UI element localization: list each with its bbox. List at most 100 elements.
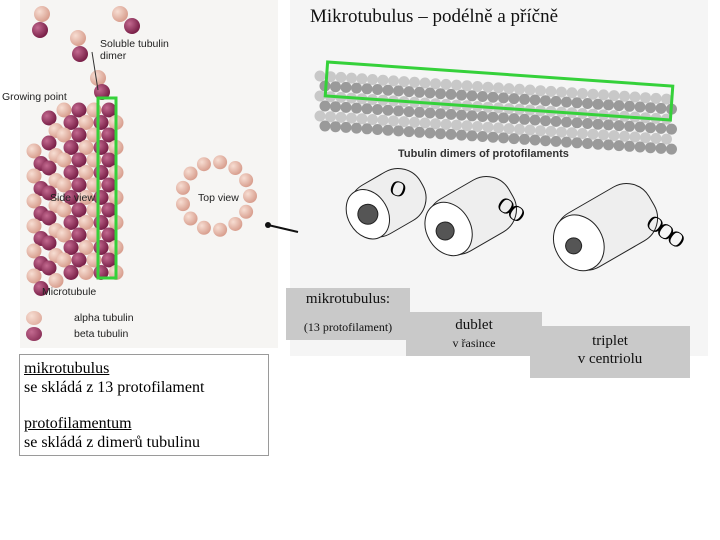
tubulin-dimer-sphere [409, 117, 420, 128]
tubulin-dimer-sphere [341, 82, 352, 93]
alpha-tubulin-swatch [26, 311, 42, 325]
tubulin-dimer-sphere [519, 134, 530, 145]
beta-tubulin-sphere [72, 46, 88, 62]
tubulin-dimer-sphere [572, 97, 583, 108]
tubulin-dimer-sphere [351, 83, 362, 94]
tubulin-dimer-sphere [372, 104, 383, 115]
tubulin-dimer-sphere [498, 112, 509, 123]
tubulin-dimer-sphere [467, 130, 478, 141]
tubulin-dimer-sphere [514, 124, 525, 135]
alpha-tubulin-sphere [90, 70, 106, 86]
tubulin-dimer-sphere [425, 128, 436, 139]
alpha-tubulin-sphere [239, 205, 253, 219]
tubulin-dimer-sphere [598, 89, 609, 100]
tubulin-dimer-sphere [519, 94, 530, 105]
tubulin-dimer-sphere [498, 92, 509, 103]
tubulin-dimer-sphere [535, 125, 546, 136]
tubulin-dimer-sphere [540, 95, 551, 106]
tubulin-dimer-sphere [540, 115, 551, 126]
tubulin-dimer-sphere [656, 143, 667, 154]
tubulin-dimer-sphere [651, 133, 662, 144]
tubulin-dimer-sphere [514, 84, 525, 95]
tubulin-dimer-sphere [414, 107, 425, 118]
alpha-tubulin-sphere [112, 6, 128, 22]
tubulin-dimer-sphere [525, 125, 536, 136]
tubulin-dimer-sphere [341, 102, 352, 113]
tubulin-dimer-sphere [656, 123, 667, 134]
tubulin-dimer-sphere [504, 83, 515, 94]
tubulin-dimer-sphere [399, 116, 410, 127]
tubulin-dimer-sphere [362, 103, 373, 114]
alpha-tubulin-sphere [184, 212, 198, 226]
tubulin-dimer-sphere [645, 102, 656, 113]
tubulin-dimer-sphere [551, 96, 562, 107]
triplet-box-title: triplet [530, 326, 690, 350]
tubulin-dimer-sphere [582, 98, 593, 109]
tubulin-dimer-sphere [577, 128, 588, 139]
tubulin-dimer-sphere [420, 78, 431, 89]
tubulin-dimer-sphere [330, 121, 341, 132]
tubulin-dimer-sphere [330, 101, 341, 112]
tubulin-dimer-sphere [588, 89, 599, 100]
tubulin-dimer-sphere [582, 118, 593, 129]
tubulin-dimer-sphere [488, 132, 499, 143]
mikrotubulus-box-title: mikrotubulus: [286, 288, 410, 308]
tubulin-dimer-sphere [451, 80, 462, 91]
tubulin-dimer-sphere [603, 99, 614, 110]
tubulin-dimer-sphere [456, 110, 467, 121]
tubulin-dimer-sphere [546, 126, 557, 137]
tubulin-dimer-sphere [341, 122, 352, 133]
tubulin-dimer-sphere [346, 113, 357, 124]
tubulin-dimer-sphere [640, 92, 651, 103]
tubulin-dimer-sphere [336, 112, 347, 123]
tubulin-dimer-sphere [624, 141, 635, 152]
tubulin-dimer-sphere [430, 78, 441, 89]
slide-title: Mikrotubulus – podélně a příčně [310, 6, 558, 28]
tubulin-dimer-sphere [630, 92, 641, 103]
tubulin-dimer-sphere [493, 122, 504, 133]
tubulin-dimer-sphere [666, 144, 677, 155]
tubulin-dimer-sphere [404, 86, 415, 97]
tubulin-dimer-sphere [546, 86, 557, 97]
tubulin-dimer-sphere [519, 114, 530, 125]
tubulin-dimer-sphere [372, 124, 383, 135]
tubulin-dimer-sphere [593, 139, 604, 150]
tubulin-dimer-sphere [509, 113, 520, 124]
microtubule-label: Microtubule [42, 286, 96, 298]
tubulin-dimer-sphere [399, 76, 410, 87]
tubulin-dimer-sphere [435, 108, 446, 119]
definition-mikrotubulus: se skládá z 13 protofilament [24, 378, 268, 397]
alpha-tubulin-sphere [34, 6, 50, 22]
tubulin-dimer-sphere [525, 85, 536, 96]
tubulin-dimer-sphere [603, 119, 614, 130]
tubulin-dimer-sphere [504, 123, 515, 134]
tubulin-dimer-sphere [609, 130, 620, 141]
soluble-dimer-label: Soluble tubulin dimer [100, 38, 190, 62]
tubulin-dimer-sphere [477, 91, 488, 102]
triplet-box: triplet v centriolu [530, 326, 690, 378]
tubulin-dimer-sphere [635, 142, 646, 153]
tubulin-dimer-sphere [325, 111, 336, 122]
tubulin-dimer-sphere [451, 120, 462, 131]
tubulin-dimer-sphere [393, 105, 404, 116]
alpha-tubulin-legend: alpha tubulin [74, 312, 134, 324]
tubulin-dimer-sphere [362, 83, 373, 94]
tubulin-dimer-sphere [462, 120, 473, 131]
tubulin-dimer-sphere [493, 82, 504, 93]
tubulin-dimer-sphere [509, 93, 520, 104]
side-view-label: Side view [50, 192, 95, 204]
alpha-tubulin-sphere [79, 265, 94, 280]
dublet-box: dublet v řasince [406, 312, 542, 356]
tubulin-dimers-caption: Tubulin dimers of protofilaments [398, 148, 569, 160]
tubulin-dimer-sphere [467, 90, 478, 101]
tubulin-dimer-sphere [645, 122, 656, 133]
tubulin-dimer-sphere [530, 95, 541, 106]
alpha-tubulin-sphere [243, 189, 257, 203]
tubulin-dimer-sphere [567, 127, 578, 138]
tubulin-dimer-sphere [446, 129, 457, 140]
beta-tubulin-sphere [32, 22, 48, 38]
tubulin-dimer-sphere [456, 90, 467, 101]
tubulin-dimer-sphere [367, 114, 378, 125]
tubulin-dimer-sphere [351, 123, 362, 134]
tubulin-dimer-sphere [666, 124, 677, 135]
